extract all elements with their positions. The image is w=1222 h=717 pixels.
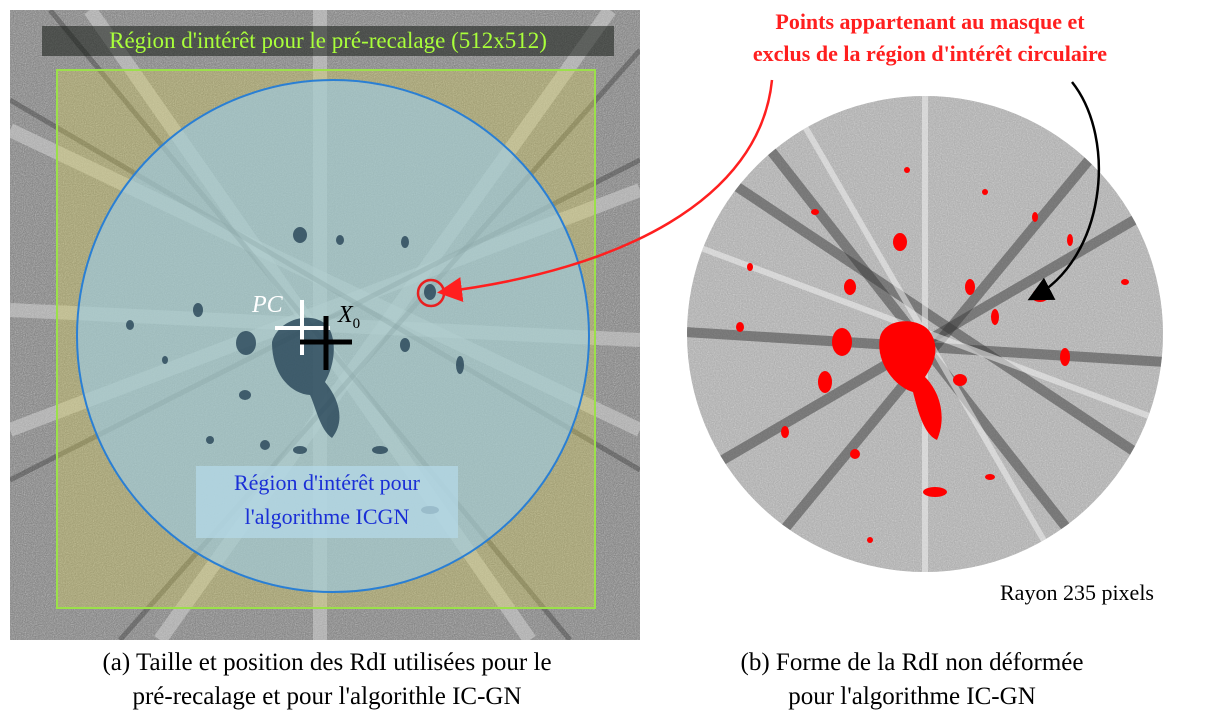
mask-points-annotation-line2: exclus de la région d'intérêt circulaire — [752, 41, 1108, 66]
mask-points-annotation: Points appartenant au masque et exclus d… — [680, 6, 1180, 70]
icgn-roi-label-line2: l'algorithme ICGN — [244, 504, 410, 529]
mask-points-annotation-line1: Points appartenant au masque et — [775, 9, 1085, 34]
icgn-roi-label: Région d'intérêt pour l'algorithme ICGN — [196, 466, 458, 538]
caption-a-line1: (a) Taille et position des RdI utilisées… — [102, 649, 552, 676]
pattern-figure-b — [687, 96, 1163, 572]
caption-b: (b) Forme de la RdI non déformée pour l'… — [672, 646, 1152, 714]
pc-label: PC — [252, 292, 283, 318]
x0-cross — [300, 316, 352, 370]
pc-cross — [275, 300, 330, 355]
pattern-image-b — [685, 92, 1165, 577]
pattern-figure-a — [6, 5, 644, 645]
icgn-roi-circle — [76, 79, 590, 593]
prerecalage-roi-label: Région d'intérêt pour le pré-recalage (5… — [42, 26, 614, 56]
caption-b-line2: pour l'algorithme IC-GN — [788, 683, 1036, 710]
icgn-roi-label-line1: Région d'intérêt pour — [233, 470, 421, 495]
x0-label: X0 — [338, 302, 360, 333]
pattern-image-a — [6, 5, 644, 645]
radius-label: Rayon 235 pixels — [1000, 580, 1154, 605]
caption-a-line2: pré-recalage et pour l'algorithle IC-GN — [132, 683, 522, 710]
x0-subscript: 0 — [352, 315, 361, 332]
x0-letter: X — [338, 302, 353, 328]
black-arrow — [1027, 81, 1100, 301]
caption-b-line1: (b) Forme de la RdI non déformée — [740, 649, 1084, 676]
caption-a: (a) Taille et position des RdI utilisées… — [18, 646, 636, 714]
red-arrow — [437, 79, 774, 302]
